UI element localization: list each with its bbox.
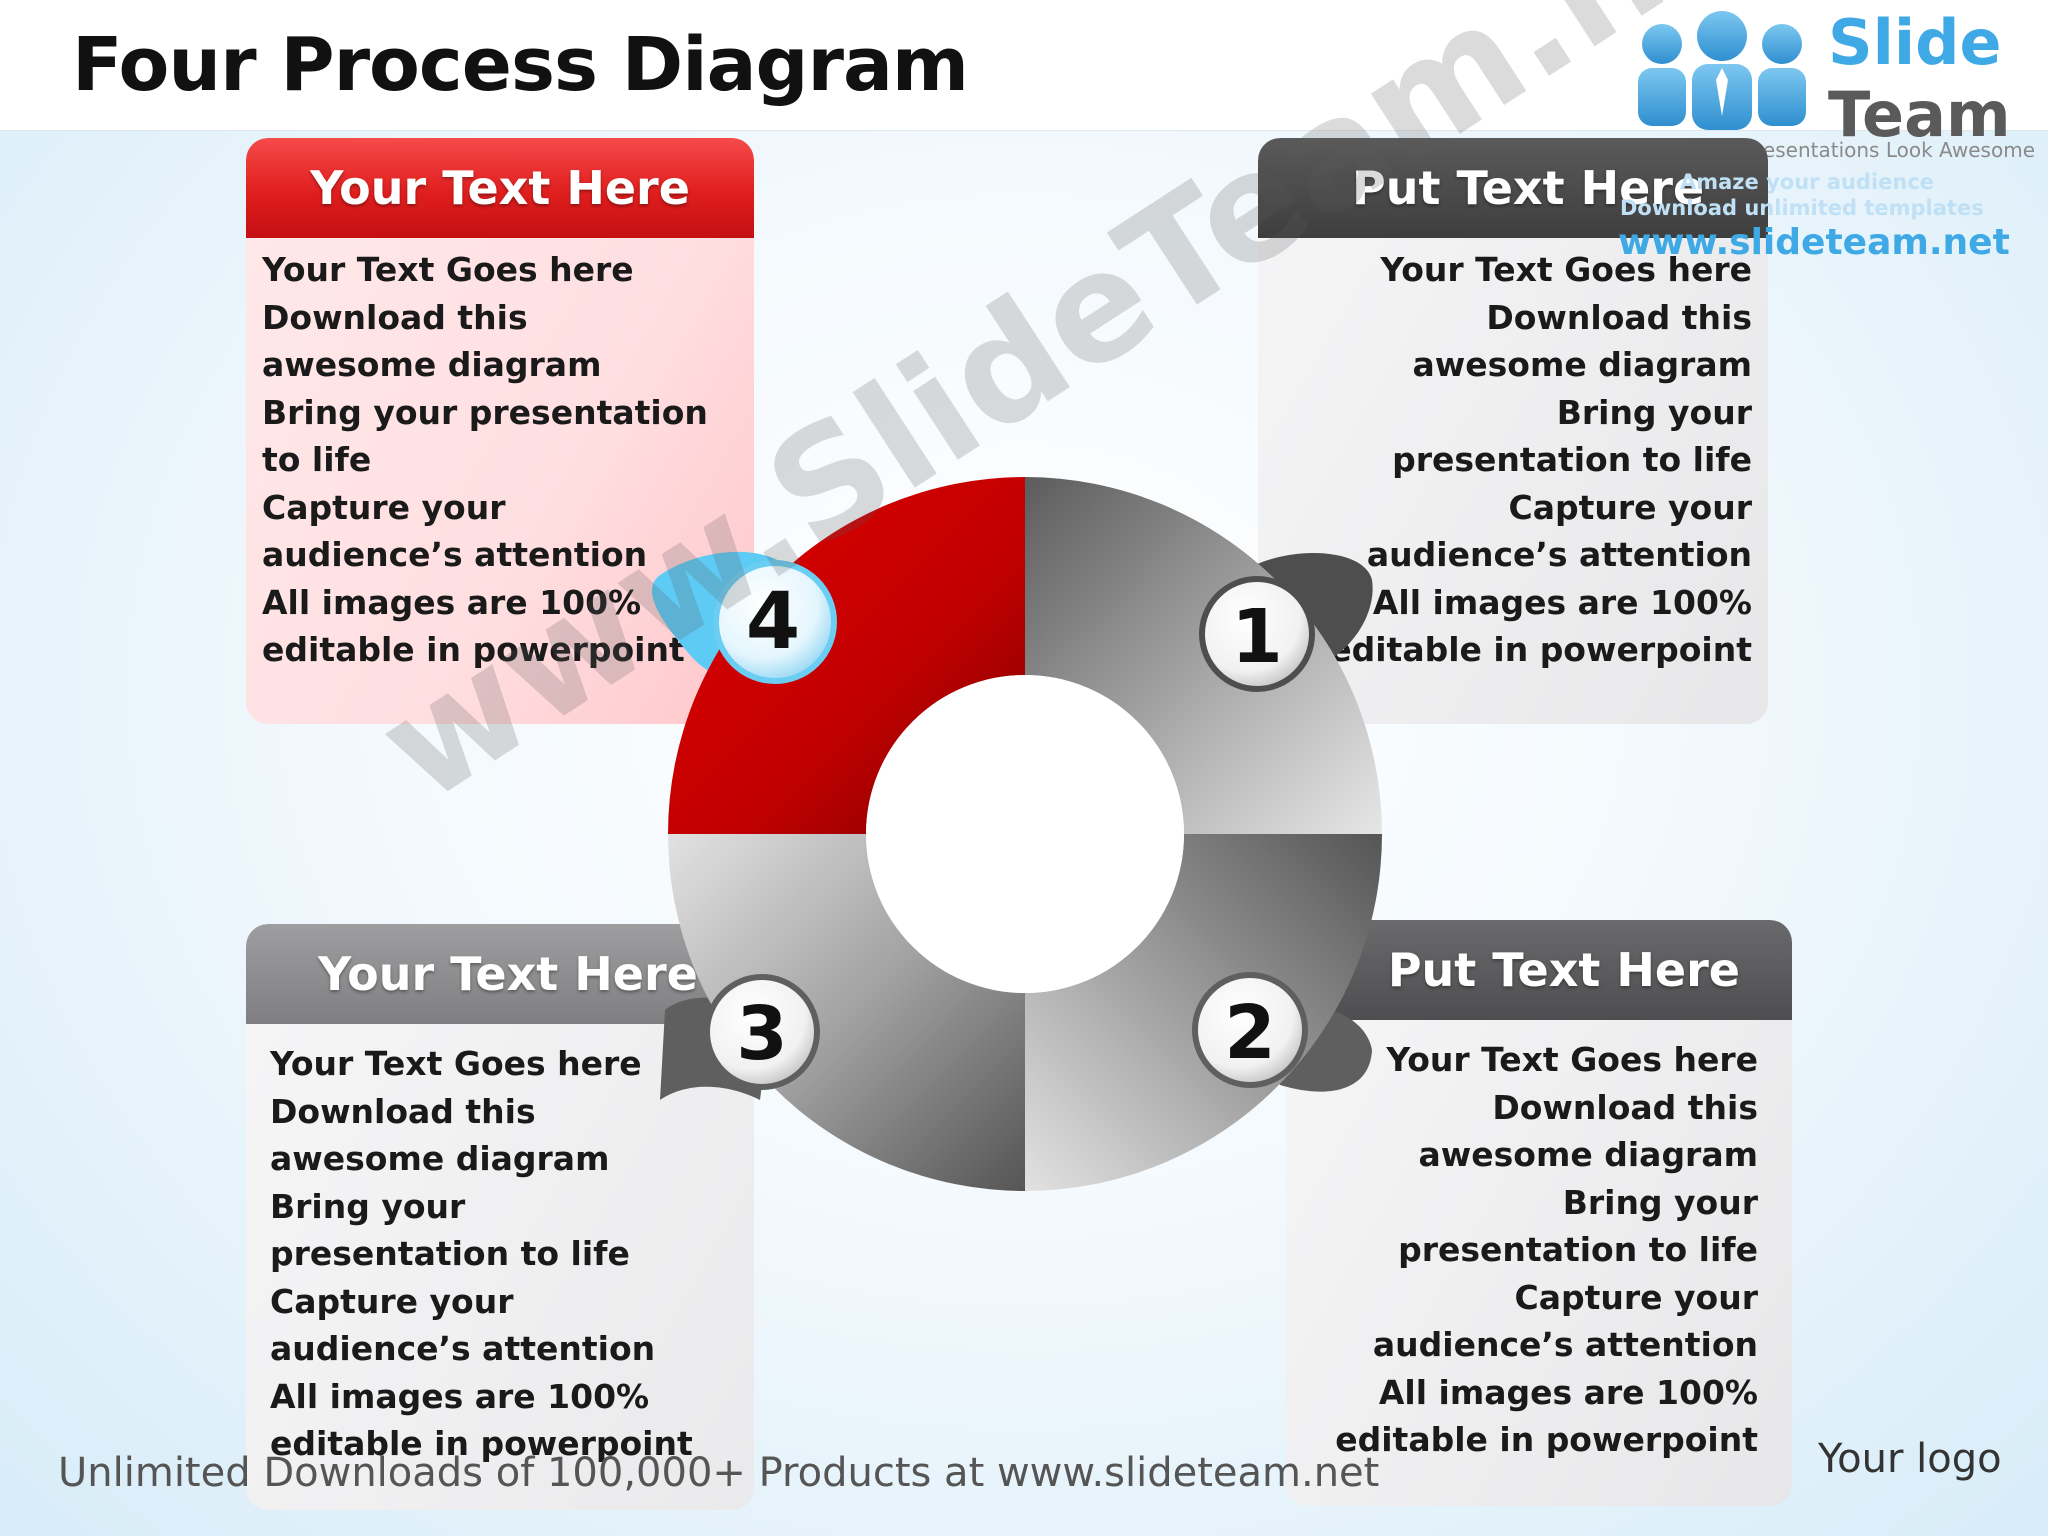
box-body: Your Text Goes here Download this awesom… [246,238,754,682]
box-body: Your Text Goes here Download this awesom… [246,1024,754,1476]
box-line: audience’s attention [1366,535,1752,574]
box-line: Download this [270,1091,536,1131]
ring-center [866,675,1184,993]
box-line: Download this [1486,297,1752,337]
box-line: Bring your presentation [262,392,708,432]
box-line: editable in powerpoint [1335,1420,1758,1459]
box-line: Your Text Goes here [262,250,634,289]
box-line: presentation to life [1392,440,1752,479]
box-line: awesome diagram [262,345,602,384]
box-heading: Put Text Here [1258,138,1768,238]
box-line: Capture your [270,1281,514,1321]
box-line: All images are 100% [262,582,642,622]
text-box-step-2: Put Text Here Your Text Goes here Downlo… [1286,920,1792,1506]
box-line: Capture your [262,487,506,527]
people-icon [1638,11,1806,130]
box-line: Download this [1492,1087,1758,1127]
box-body: Your Text Goes here Download this awesom… [1286,1020,1792,1472]
box-heading: Your Text Here [246,924,754,1024]
box-line: Capture your [1514,1277,1758,1317]
box-line: presentation to life [1398,1230,1758,1269]
box-line: audience’s attention [1372,1325,1758,1364]
box-line: All images are 100% [1372,582,1752,622]
box-line: Your Text Goes here [1380,250,1752,289]
box-line: audience’s attention [262,535,648,574]
text-box-step-3: Your Text Here Your Text Goes here Downl… [246,924,754,1510]
box-line: Your Text Goes here [1386,1040,1758,1079]
badge-label: 2 [1224,990,1276,1076]
box-line: Capture your [1508,487,1752,527]
box-line: awesome diagram [1418,1135,1758,1174]
your-logo-placeholder: Your logo [1818,1436,2002,1482]
box-line: awesome diagram [1412,345,1752,384]
box-line: editable in powerpoint [262,630,685,669]
box-line: All images are 100% [1378,1372,1758,1412]
box-line: presentation to life [270,1234,630,1273]
box-line: Your Text Goes here [270,1044,642,1083]
box-heading: Your Text Here [246,138,754,238]
box-body: Your Text Goes here Download this awesom… [1258,238,1768,682]
box-line: All images are 100% [270,1376,650,1416]
box-line: Bring your [270,1186,466,1226]
box-line: Download this [262,297,528,337]
logo-word-team: Team [1828,78,2011,151]
footer-text: Unlimited Downloads of 100,000+ Products… [58,1450,1380,1496]
box-line: awesome diagram [270,1139,610,1178]
box-line: Bring your [1562,1182,1758,1222]
box-heading: Put Text Here [1286,920,1792,1020]
logo-word-slide: Slide [1828,6,2002,79]
box-line: Bring your [1556,392,1752,432]
box-line: to life [262,440,372,479]
box-line: editable in powerpoint [270,1424,693,1463]
logo-url: www.slideteam.net [1618,222,2010,263]
logo-line-2: Download unlimited templates [1620,196,1984,220]
box-line: editable in powerpoint [1329,630,1752,669]
logo-line-1: Amaze your audience [1680,170,1935,194]
box-line: audience’s attention [270,1329,656,1368]
page-title: Four Process Diagram [72,22,969,108]
